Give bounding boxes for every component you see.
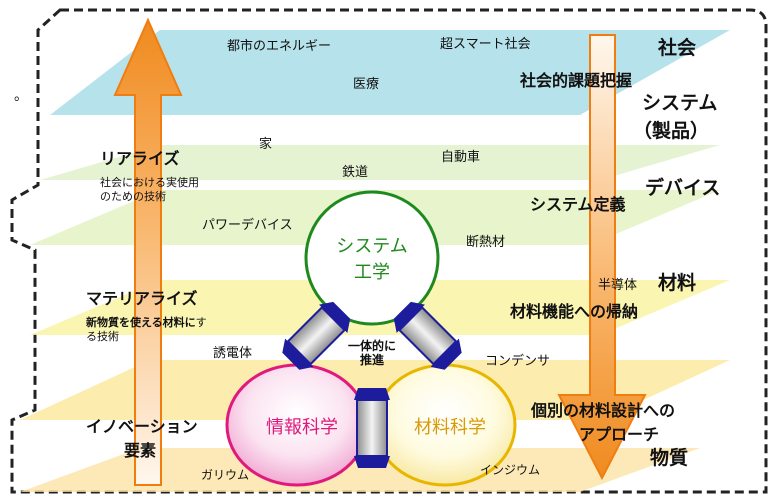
item-gallium: ガリウム bbox=[201, 468, 250, 482]
realize-title: リアライズ bbox=[100, 149, 180, 168]
info-science-label: 情報科学 bbox=[266, 417, 338, 438]
item-railway: 鉄道 bbox=[342, 165, 369, 180]
connector-left bbox=[282, 301, 351, 370]
system-engineering-circle bbox=[304, 190, 440, 326]
outer-dashed-frame bbox=[10, 8, 768, 494]
fragment-text: 。 bbox=[14, 88, 28, 104]
integrated-promotion-label: 一体的に 推進 bbox=[345, 339, 399, 368]
reduce-to-material-function: 材料機能への帰納 bbox=[510, 302, 639, 321]
materialize-description-rest: する技術 bbox=[86, 316, 207, 343]
approach-line-2: アプローチ bbox=[579, 425, 660, 444]
label-matter: 物質 bbox=[650, 447, 689, 469]
materialize-title: マテリアライズ bbox=[86, 289, 198, 308]
materialize-description: 新物質を使える材料にする技術 bbox=[86, 316, 212, 344]
material-science-label: 材料科学 bbox=[414, 417, 486, 438]
item-car: 自動車 bbox=[441, 150, 481, 165]
realize-description: 社会における実使用のための技術 bbox=[100, 176, 199, 203]
item-medical: 医療 bbox=[353, 77, 380, 92]
define-system: システム定義 bbox=[530, 195, 626, 214]
approach-line-1: 個別の材料設計への bbox=[531, 401, 676, 420]
item-super-smart: 超スマート社会 bbox=[440, 37, 531, 52]
label-society: 社会 bbox=[658, 37, 697, 59]
item-dielectric: 誘電体 bbox=[213, 346, 253, 361]
label-device: デバイス bbox=[645, 177, 721, 199]
item-city-energy: 都市のエネルギー bbox=[227, 39, 332, 54]
connector-bottom bbox=[354, 388, 390, 468]
materialize-description-bold: 新物質を使える材料に bbox=[86, 316, 196, 329]
integrated-line1: 一体的に bbox=[347, 339, 396, 353]
item-power-device: パワーデバイス bbox=[202, 218, 293, 233]
label-system-product: （製品） bbox=[633, 120, 710, 142]
realize-up-arrow bbox=[113, 17, 183, 486]
system-engineering-label-line2: 工学 bbox=[354, 262, 390, 283]
layer-society bbox=[50, 30, 730, 115]
item-semiconductor: 半導体 bbox=[598, 278, 638, 293]
label-material: 材料 bbox=[658, 272, 697, 294]
connector-right bbox=[393, 301, 462, 370]
item-capacitor: コンデンサ bbox=[485, 354, 551, 369]
item-indium: インジウム bbox=[480, 463, 541, 477]
system-engineering-label: システム 工学 bbox=[322, 232, 422, 284]
system-engineering-label-line1: システム bbox=[336, 236, 408, 257]
approach-down-arrow bbox=[557, 34, 647, 481]
element-label: 要素 bbox=[124, 441, 157, 460]
label-system: システム bbox=[642, 92, 718, 114]
item-house: 家 bbox=[259, 137, 273, 152]
layer-matter bbox=[20, 448, 700, 492]
item-insulation: 断熱材 bbox=[466, 235, 506, 250]
grasp-social-issues: 社会的課題把握 bbox=[520, 71, 633, 90]
innovation-label: イノベーション bbox=[86, 417, 198, 436]
integrated-line2: 推進 bbox=[359, 352, 384, 367]
layer-system-upper bbox=[40, 145, 720, 180]
